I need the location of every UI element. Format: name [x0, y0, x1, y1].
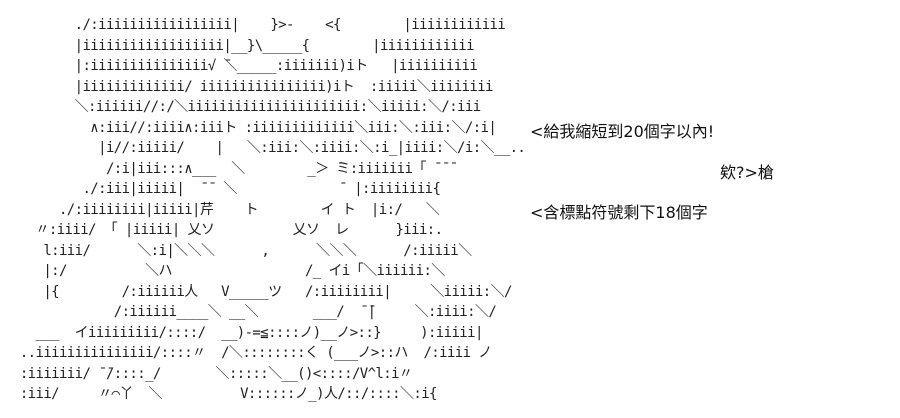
caption-followup: <含標點符號剩下18個字	[530, 203, 708, 222]
ascii-art-line: ./:iii|iiiii| ̄ ̄ ＼ ̄ |:iiiiiiii{	[12, 181, 441, 197]
ascii-art-line: :iii/ 〃⌒丫 ＼ V::::::ノ_)人/::/::::＼:i{	[12, 386, 438, 402]
ascii-art-line: |i//:iiiii/ | ＼:iii:＼:iiii:＼:i_|iiii:＼/i…	[12, 140, 526, 156]
ascii-art-line: ./:iiiiiiii|iiiii|芹 ト イ ト |i:/ ＼	[12, 201, 440, 218]
caption-reply: 欸?>槍	[720, 163, 774, 182]
ascii-art-line: ..iiiiiiiiiiiiiii/::::〃 /＼::::::::く (___…	[12, 345, 492, 361]
ascii-art-figure: ./:iiiiiiiiiiiiiiiii| }>- <{ |iiiiiiiiii…	[12, 16, 532, 411]
ascii-art-line: ./:iiiiiiiiiiiiiiiii| }>- <{ |iiiiiiiiii…	[12, 17, 506, 33]
ascii-art-line: |iiiiiiiiiiiiiiiiii|__}\_____{ |iiiiiiii…	[12, 37, 475, 54]
ascii-art-line: |:iiiiiiiiiiiiiii√ ̄＼_____:iiiiiii)iト |i…	[12, 58, 478, 74]
ascii-art-line: |iiiiiiiiiiiii/ iiiiiiiiiiiiiiii)iト :iii…	[12, 78, 494, 95]
ascii-art-line: /:iiiiii____＼ __＼ ___/ ̄ ̄| ＼:iiii:＼/	[12, 304, 497, 320]
ascii-art-line: |:/ ＼ハ /_ イi「＼iiiiii:＼	[12, 263, 445, 279]
ascii-art-line: /:i|iii:::∧___ ＼ _＞ ̄ミ:iiiiiii「 ̄ ̄ ̄	[12, 160, 450, 177]
ascii-art-line: ＼:iiiiii//:/＼iiiiiiiiiiiiiiiiiiiiii:＼iii…	[12, 99, 482, 115]
ascii-art-line: l:iii/ ＼:i|＼＼＼ , ＼＼＼ /:iiiii＼	[12, 242, 472, 259]
caption-request: <給我縮短到20個字以內!	[530, 122, 715, 141]
ascii-art-line: ___ イiiiiiiiii/::::/ __)-=≦::::ノ)__ノ>::}…	[12, 324, 483, 341]
ascii-art-line: ∧:iii//:iiii∧:iiiト :iiiiiiiiiiiii＼iii:＼:…	[12, 119, 497, 136]
ascii-art-line: 〃:iiii/ 「 |iiiii| 乂ソ 乂ソ レ }iii:.	[12, 222, 443, 238]
ascii-art-line: :iiiiiii/ ̄ ̄/::::_/ ＼:::::＼__()<::::/V^…	[12, 365, 413, 382]
ascii-art-line: |{ /:iiiiii人 V_____ツ /:iiiiiiii| ＼iiiii:…	[12, 283, 512, 300]
